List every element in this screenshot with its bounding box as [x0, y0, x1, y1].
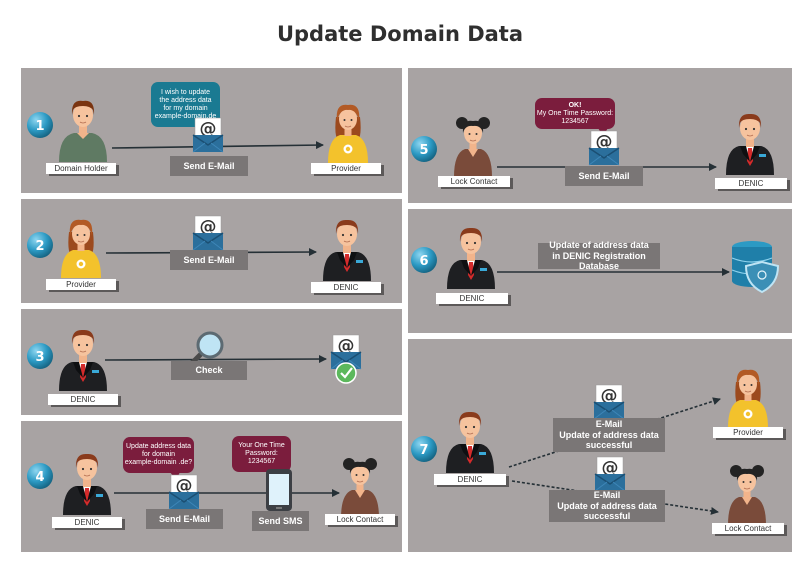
bubble-line: 1234567 [247, 458, 276, 465]
at-sign-envelope-icon [192, 215, 224, 251]
speech-bubble-step-4-email: Update address data for domain example-d… [123, 437, 194, 473]
lock-contact-figure [340, 457, 380, 519]
step-number: 7 [419, 443, 428, 458]
smartphone-icon [266, 469, 292, 511]
bubble-line: Password: [245, 450, 278, 457]
database-shield-icon [731, 241, 780, 294]
success-email-line: E-Mail [593, 489, 621, 500]
role-label-provider: Provider [46, 279, 116, 290]
send-email-label: Send E-Mail [170, 250, 248, 270]
role-label-denic: DENIC [715, 178, 787, 189]
role-label-provider: Provider [713, 427, 783, 438]
bubble-line: the address data [159, 96, 212, 104]
success-email-line: successful [585, 440, 633, 451]
bubble-line: My One Time Password: [536, 109, 614, 117]
step-number: 3 [35, 350, 44, 365]
send-sms-label: Send SMS [252, 511, 309, 531]
send-email-label: Send E-Mail [170, 156, 248, 176]
update-database-line: Update of address data [549, 239, 649, 250]
step-number: 4 [35, 470, 44, 485]
success-email-line: Update of address data [557, 500, 657, 511]
speech-bubble-step-5: OK! My One Time Password: 1234567 [535, 98, 615, 129]
bubble-line: Update address data [126, 443, 191, 450]
bubble-line: for domain [141, 451, 176, 458]
step-circles [27, 112, 437, 489]
role-label-provider: Provider [311, 163, 381, 174]
role-label-denic: DENIC [436, 293, 508, 304]
step-number: 2 [35, 239, 44, 254]
update-database-label: Update of address data in DENIC Registra… [538, 239, 660, 271]
success-email-line: Update of address data [559, 429, 659, 440]
bubble-line: I wish to update [160, 88, 211, 96]
speech-bubble-shapes [123, 82, 615, 480]
role-label-denic: DENIC [434, 474, 506, 485]
at-sign-envelope-icon [593, 384, 625, 420]
lock-contact-figure [727, 464, 767, 526]
provider-figure [60, 219, 102, 279]
checkmark-icon [335, 362, 357, 384]
page-title: Update Domain Data [276, 22, 524, 46]
provider-figure [727, 369, 769, 429]
speech-bubble-step-4-sms: Your One Time Password: 1234567 [232, 436, 291, 472]
success-email-label: E-Mail Update of address data successful [553, 418, 665, 452]
success-email-label: E-Mail Update of address data successful [549, 490, 665, 522]
check-label: Check [171, 361, 247, 380]
speech-bubble-step-1: I wish to update the address data for my… [151, 82, 220, 127]
success-email-line: successful [583, 511, 631, 522]
domain-holder-figure [58, 100, 108, 163]
denic-figure [322, 219, 372, 282]
provider-figure [327, 104, 369, 164]
lock-contact-figure [453, 116, 493, 178]
denic-figure [725, 113, 775, 176]
denic-figure [445, 411, 495, 474]
update-database-line: in DENIC Registration Database [552, 250, 646, 272]
success-email-line: E-Mail [595, 418, 623, 429]
bubble-line: Your One Time [238, 442, 285, 449]
role-label-denic: DENIC [52, 517, 122, 528]
denic-figure [446, 227, 496, 290]
step-number: 1 [35, 119, 44, 134]
bubble-line: 1234567 [561, 117, 589, 125]
send-email-label: Send E-Mail [146, 509, 223, 529]
at-sign-envelope-icon [168, 474, 200, 510]
role-label-domain-holder: Domain Holder [46, 163, 116, 174]
role-label-lock-contact: Lock Contact [325, 514, 395, 525]
send-email-label: Send E-Mail [565, 166, 643, 186]
bubble-line: example-domain.de [154, 112, 217, 120]
at-sign-envelope-icon [588, 130, 620, 166]
denic-figure [62, 453, 112, 516]
bubble-line: example-domain .de? [124, 459, 193, 466]
bubble-line: OK! [568, 101, 582, 109]
role-label-denic: DENIC [311, 282, 381, 293]
role-label-lock-contact: Lock Contact [712, 523, 784, 534]
denic-figure [58, 329, 108, 392]
step-number: 6 [419, 254, 428, 269]
role-label-denic: DENIC [48, 394, 118, 405]
role-label-lock-contact: Lock Contact [438, 176, 510, 187]
at-sign-envelope-icon [594, 456, 626, 492]
bubble-line: for my domain [163, 104, 208, 112]
step-number: 5 [419, 143, 428, 158]
